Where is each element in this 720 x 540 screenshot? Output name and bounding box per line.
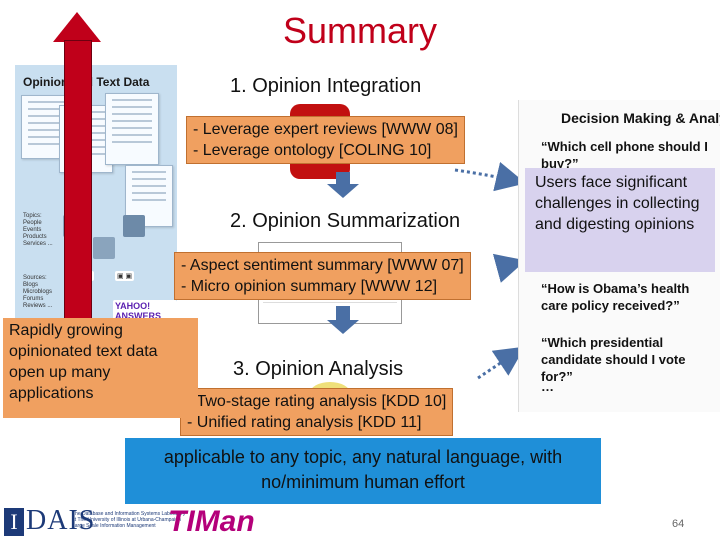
product-photo [123, 215, 145, 237]
users-challenge-callout: Users face significant challenges in col… [525, 168, 715, 272]
stage-3-label: 3. Opinion Analysis [233, 358, 404, 380]
rapid-growth-callout: Rapidly growing opinionated text data op… [3, 318, 198, 418]
panel-heading: Decision Making & Analytics [561, 110, 720, 126]
stage-3-details: - Two-stage rating analysis [KDD 10] - U… [180, 388, 454, 436]
timan-logo: TIMan [168, 505, 255, 538]
slide-title: Summary [282, 10, 438, 51]
dais-logo: DAIS [26, 505, 96, 536]
page-number: 64 [672, 518, 685, 530]
ellipsis: … [541, 379, 554, 394]
question-1: “Which cell phone should I buy?” [541, 139, 708, 171]
stage-1-details: - Leverage expert reviews [WWW 08] - Lev… [186, 116, 465, 164]
illinois-logo-icon: I [4, 508, 24, 536]
dais-subtitle: The Database and Information Systems Lab… [72, 511, 186, 529]
stage-2-details: - Aspect sentiment summary [WWW 07] - Mi… [174, 252, 471, 300]
opinionated-text-panel: Opinionated Text Data Topics: People Eve… [15, 65, 177, 330]
stage-1-label: 1. Opinion Integration [230, 75, 422, 97]
sources-list: Sources: Blogs Microblogs Forums Reviews… [23, 275, 53, 309]
flow-arrow-head [327, 320, 359, 334]
source-logo: ▣ ▣ [115, 271, 135, 281]
yahoo-answers-logo: YAHOO! ANSWERS [113, 300, 177, 322]
growth-arrow-shaft [64, 40, 92, 342]
person-photo [93, 237, 115, 259]
flow-arrow [336, 172, 350, 184]
connector-arrow [454, 161, 526, 192]
flow-arrow-head [327, 184, 359, 198]
question-2: “How is Obama’s health care policy recei… [541, 281, 690, 313]
topics-list: Topics: People Events Products Services … [23, 213, 53, 247]
connector-arrow [477, 346, 525, 380]
stage-2-label: 2. Opinion Summarization [230, 210, 461, 232]
connector-arrow [492, 253, 526, 283]
applicability-banner: applicable to any topic, any natural lan… [125, 438, 601, 504]
flow-arrow [336, 306, 350, 320]
document-thumbnail [105, 93, 159, 165]
question-3: “Which presidential candidate should I v… [541, 335, 686, 384]
growth-arrow-head [53, 12, 101, 42]
